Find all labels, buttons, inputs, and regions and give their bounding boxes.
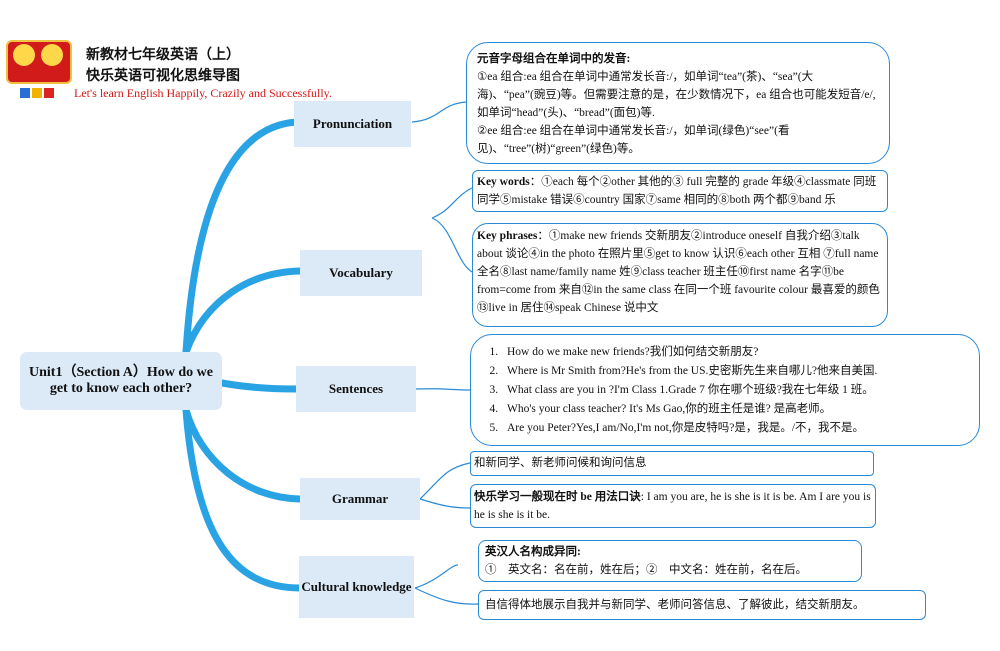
pronunciation-ee: ②ee 组合:ee 组合在单词中通常发长音:/，如单词(绿色)“see”(看见)… xyxy=(477,125,790,155)
sentence-item: What class are you in ?I'm Class 1.Grade… xyxy=(501,381,973,400)
sentence-item: Are you Peter?Yes,I am/No,I'm not,你是皮特吗?… xyxy=(501,419,973,438)
pronunciation-ea: ①ea 组合:ea 组合在单词中通常发长音:/，如单词“tea”(茶)、“sea… xyxy=(477,71,876,119)
branch-grammar: Grammar xyxy=(300,478,420,520)
key-words-text: ：①each 每个②other 其他的③ full 完整的 grade 年级④c… xyxy=(477,176,877,206)
branch-cultural-knowledge: Cultural knowledge xyxy=(299,556,414,618)
sentence-item: Who's your class teacher? It's Ms Gao,你的… xyxy=(501,400,973,419)
branch-curve-pronunciation xyxy=(182,118,302,356)
branch-curve-grammar xyxy=(182,406,304,503)
brace-pronunciation xyxy=(411,101,467,123)
branch-curve-vocabulary xyxy=(182,267,304,356)
sentence-item: Where is Mr Smith from?He's from the US.… xyxy=(501,362,973,381)
brace-cultural xyxy=(414,564,479,605)
brace-sentences xyxy=(415,388,471,391)
key-phrases-label: Key phrases xyxy=(477,230,538,242)
branch-vocabulary: Vocabulary xyxy=(300,250,422,296)
page-title: 新教材七年级英语（上） xyxy=(86,47,240,63)
pronunciation-heading: 元音字母组合在单词中的发音: xyxy=(477,53,631,65)
slogan: Let's learn English Happily, Crazily and… xyxy=(74,86,332,100)
grammar-greeting-box: 和新同学、新老师问候和询问信息 xyxy=(470,451,874,476)
branch-sentences: Sentences xyxy=(296,366,416,412)
sentence-item: How do we make new friends?我们如何结交新朋友? xyxy=(501,343,973,362)
name-structure-heading: 英汉人名构成异同: xyxy=(485,546,581,558)
pronunciation-box: 元音字母组合在单词中的发音: ①ea 组合:ea 组合在单词中通常发长音:/，如… xyxy=(466,42,890,164)
key-phrases-box: Key phrases：①make new friends 交新朋友②intro… xyxy=(472,223,888,327)
key-words-label: Key words xyxy=(477,176,530,188)
communication-goal-box: 自信得体地展示自我并与新同学、老师问答信息、了解彼此，结交新朋友。 xyxy=(478,590,926,620)
sentences-box: How do we make new friends?我们如何结交新朋友? Wh… xyxy=(470,334,980,446)
grammar-rhyme-text: : I am you are, he is she is it is be. A… xyxy=(474,491,871,521)
key-words-box: Key words：①each 每个②other 其他的③ full 完整的 g… xyxy=(472,170,888,212)
brace-vocabulary xyxy=(431,187,473,273)
branch-curve-sentences xyxy=(218,379,300,393)
grammar-be-rhyme-box: 快乐学习一般现在时 be 用法口诀: I am you are, he is s… xyxy=(470,484,876,528)
branch-curve-cultural xyxy=(182,406,304,592)
happy-study-logo xyxy=(6,40,72,100)
brace-grammar xyxy=(419,462,471,509)
root-node: Unit1（Section A）How do we get to know ea… xyxy=(20,352,222,410)
name-structure-box: 英汉人名构成异同: ① 英文名：名在前，姓在后；② 中文名：姓在前，名在后。 xyxy=(478,540,862,582)
name-structure-text: ① 英文名：名在前，姓在后；② 中文名：姓在前，名在后。 xyxy=(485,564,807,576)
grammar-rhyme-label: 快乐学习一般现在时 be 用法口诀 xyxy=(474,491,641,503)
key-phrases-text: ：①make new friends 交新朋友②introduce onesel… xyxy=(477,230,880,314)
branch-pronunciation: Pronunciation xyxy=(294,101,411,147)
page-subtitle: 快乐英语可视化思维导图 xyxy=(86,68,240,84)
